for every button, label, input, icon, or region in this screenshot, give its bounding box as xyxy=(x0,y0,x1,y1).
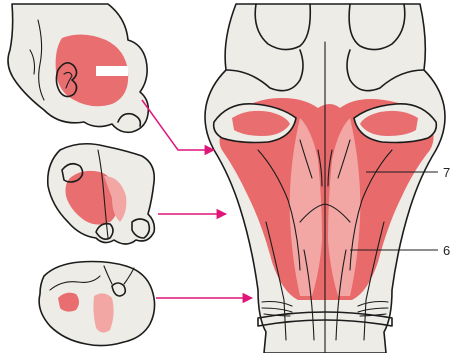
brainstem-dorsal-view xyxy=(205,4,445,353)
label-7: 7 xyxy=(443,165,450,180)
arrow-upper xyxy=(142,100,214,150)
cross-section-upper xyxy=(8,4,148,132)
cross-section-middle xyxy=(48,144,155,244)
section-lower-highlight-center xyxy=(93,293,113,332)
section-lower-highlight-left xyxy=(58,293,79,312)
label-6: 6 xyxy=(443,243,450,258)
section-upper-cleft xyxy=(96,66,128,76)
cross-section-lower xyxy=(39,262,154,346)
